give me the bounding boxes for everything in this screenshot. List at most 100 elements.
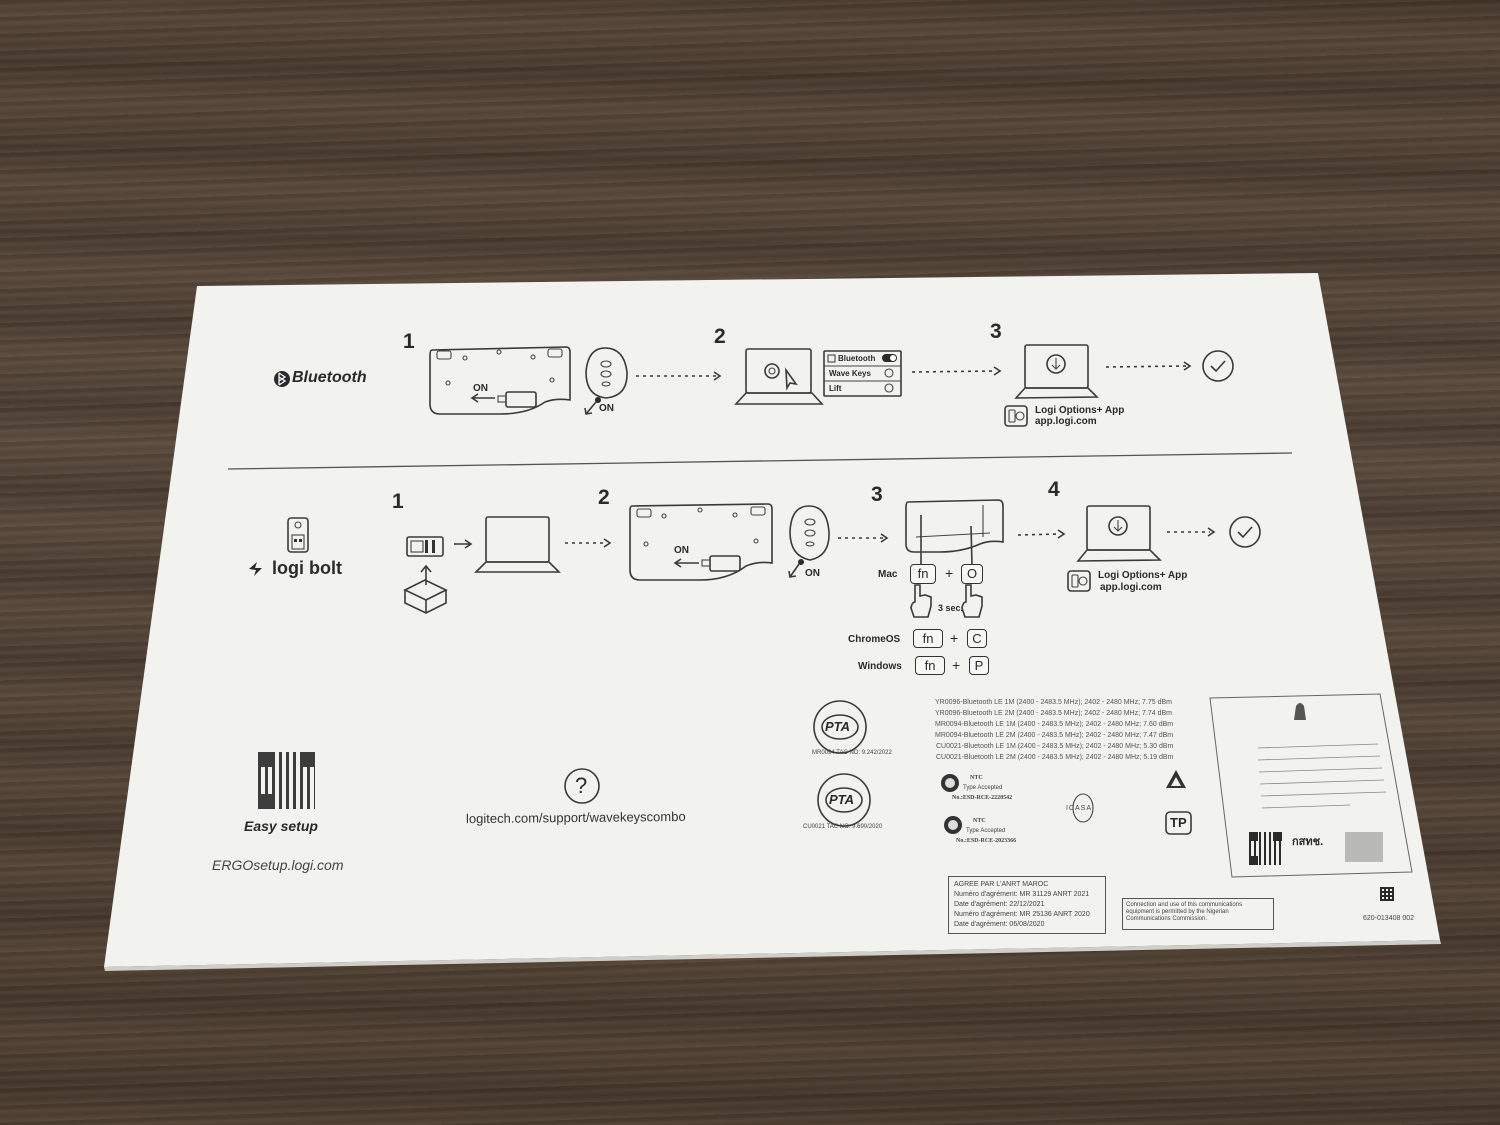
laptop-download-illustration	[1076, 505, 1162, 562]
bt-menu-item-bluetooth: Bluetooth	[838, 354, 876, 363]
pta-1-tac: MR0094 TAC NO: 9.242/2022	[812, 750, 892, 756]
receiver-box-illustration	[403, 536, 473, 614]
help-icon	[564, 768, 600, 804]
mouse-illustration	[788, 505, 830, 578]
part-number: 620-013408 002	[1363, 915, 1414, 922]
nigeria-box	[1122, 898, 1274, 930]
bt-menu-item-wave-keys: Wave Keys	[829, 369, 871, 378]
bolt-step-3: 3	[871, 483, 883, 506]
arrow-head	[603, 538, 612, 548]
laptop-download-illustration	[1014, 344, 1099, 399]
chromeos-plus: +	[950, 630, 959, 646]
nbtc-logo-text: กสทช.	[1292, 836, 1324, 848]
mac-o-key: O	[961, 564, 983, 584]
pta-logo-2-text: PTA	[829, 792, 855, 807]
bolt-mouse-on-label: ON	[805, 568, 820, 579]
ntc-2-title: NTC	[973, 818, 986, 824]
easy-setup-qr-code[interactable]	[258, 752, 315, 809]
section-divider	[227, 452, 1293, 470]
laptop-illustration	[474, 516, 561, 573]
bt-keyboard-on-label: ON	[473, 383, 488, 394]
bt-app-url[interactable]: app.logi.com	[1035, 416, 1097, 427]
anrt-box	[948, 876, 1106, 934]
bt-mouse-on-label: ON	[599, 403, 614, 414]
bt-menu-item-lift: Lift	[829, 384, 842, 393]
icasa-text: ICASA	[1066, 805, 1093, 812]
ntc-seal-1	[941, 774, 959, 792]
bolt-step-4: 4	[1048, 478, 1060, 501]
ntc-2-sub: Type Accepted	[966, 828, 1006, 834]
chromeos-fn-key: fn	[913, 629, 943, 648]
bolt-app-url[interactable]: app.logi.com	[1100, 582, 1162, 593]
anrt-line-1: AGREE PAR L'ANRT MAROC	[954, 881, 1049, 888]
datamatrix-code	[1380, 887, 1394, 901]
bluetooth-icon	[274, 371, 290, 387]
support-url[interactable]: logitech.com/support/wavekeyscombo	[465, 808, 686, 827]
weee-triangle-icon	[1166, 770, 1186, 788]
ntc-1-sub: Type Accepted	[963, 785, 1003, 791]
pta-logo-1-text: PTA	[825, 719, 851, 734]
arrow-dashed	[911, 370, 997, 373]
rf-line-2: YR0096-Bluetooth LE 2M (2400 - 2483.5 MH…	[935, 710, 1172, 717]
pta-logo-1	[813, 700, 867, 754]
arrow-dashed	[1017, 533, 1061, 536]
anrt-line-3: Date d'agrément: 22/12/2021	[954, 901, 1045, 908]
pta-logo-2	[817, 773, 871, 827]
arrow-head	[713, 371, 722, 381]
easy-setup-label: Easy setup	[244, 818, 318, 834]
icasa-logo	[1072, 793, 1094, 823]
checkmark-icon	[1202, 350, 1234, 382]
nbtc-qr-code[interactable]	[1249, 832, 1282, 865]
ergo-setup-url[interactable]: ERGOsetup.logi.com	[212, 857, 344, 873]
keyboard-underside-illustration	[429, 346, 571, 415]
bolt-step-2: 2	[598, 486, 610, 509]
arrow-head	[993, 366, 1002, 376]
chromeos-label: ChromeOS	[848, 634, 901, 645]
ntc-seal-2	[944, 816, 962, 834]
laptop-settings-illustration	[734, 348, 824, 405]
nigeria-notice: Connection and use of this communication…	[1126, 902, 1243, 922]
ntc-1-title: NTC	[970, 775, 983, 781]
tp-mark-icon	[1165, 811, 1192, 835]
bt-app-name: Logi Options+ App	[1035, 405, 1125, 416]
bluetooth-brand: Bluetooth	[292, 369, 367, 386]
checkmark-icon	[1229, 516, 1261, 548]
arrow-head	[1057, 529, 1066, 539]
anrt-line-2: Numéro d'agrément: MR 31129 ANRT 2021	[954, 891, 1090, 898]
logi-bolt-brand: logi bolt	[272, 558, 342, 578]
windows-plus: +	[952, 657, 961, 673]
bolt-step-1: 1	[392, 490, 404, 513]
windows-fn-key: fn	[915, 656, 945, 675]
logi-bolt-logo-icon	[249, 562, 262, 576]
windows-label: Windows	[858, 661, 902, 672]
ntc-1-number: No.:ESD-RCE-2228542	[952, 795, 1013, 801]
thai-nbtc-box	[1209, 693, 1413, 878]
windows-p-key: P	[969, 656, 989, 675]
pta-2-tac: CU0021 TAC NO: 9.690/2020	[803, 824, 883, 830]
rf-line-1: YR0096-Bluetooth LE 1M (2400 - 2483.5 MH…	[935, 699, 1172, 706]
chromeos-c-key: C	[967, 629, 987, 648]
hold-time-label: 3 sec.	[938, 603, 964, 613]
bolt-keyboard-on-label: ON	[674, 545, 689, 556]
options-app-icon	[1067, 570, 1091, 592]
hand-press-icon	[910, 584, 983, 618]
tp-mark-text: TP	[1170, 815, 1187, 830]
bt-step-1: 1	[403, 330, 415, 353]
mac-plus: +	[945, 565, 954, 581]
mouse-illustration	[584, 347, 628, 415]
help-symbol[interactable]: ?	[575, 773, 588, 798]
rf-line-4: MR0094-Bluetooth LE 2M (2400 - 2483.5 MH…	[935, 732, 1174, 739]
arrow-head	[880, 533, 889, 543]
keyboard-underside-illustration	[629, 503, 773, 581]
keyboard-top-illustration	[905, 499, 1004, 566]
paper-edge-shadow	[104, 940, 1441, 971]
bolt-app-name: Logi Options+ App	[1098, 570, 1188, 581]
mac-label: Mac	[878, 569, 898, 580]
mac-fn-key: fn	[910, 564, 936, 584]
bt-step-3: 3	[990, 320, 1002, 343]
anrt-line-5: Date d'agrément: 06/08/2020	[954, 921, 1045, 928]
bt-step-2: 2	[714, 325, 726, 348]
ntc-2-number: No.:ESD-RCE-2023366	[956, 838, 1017, 844]
